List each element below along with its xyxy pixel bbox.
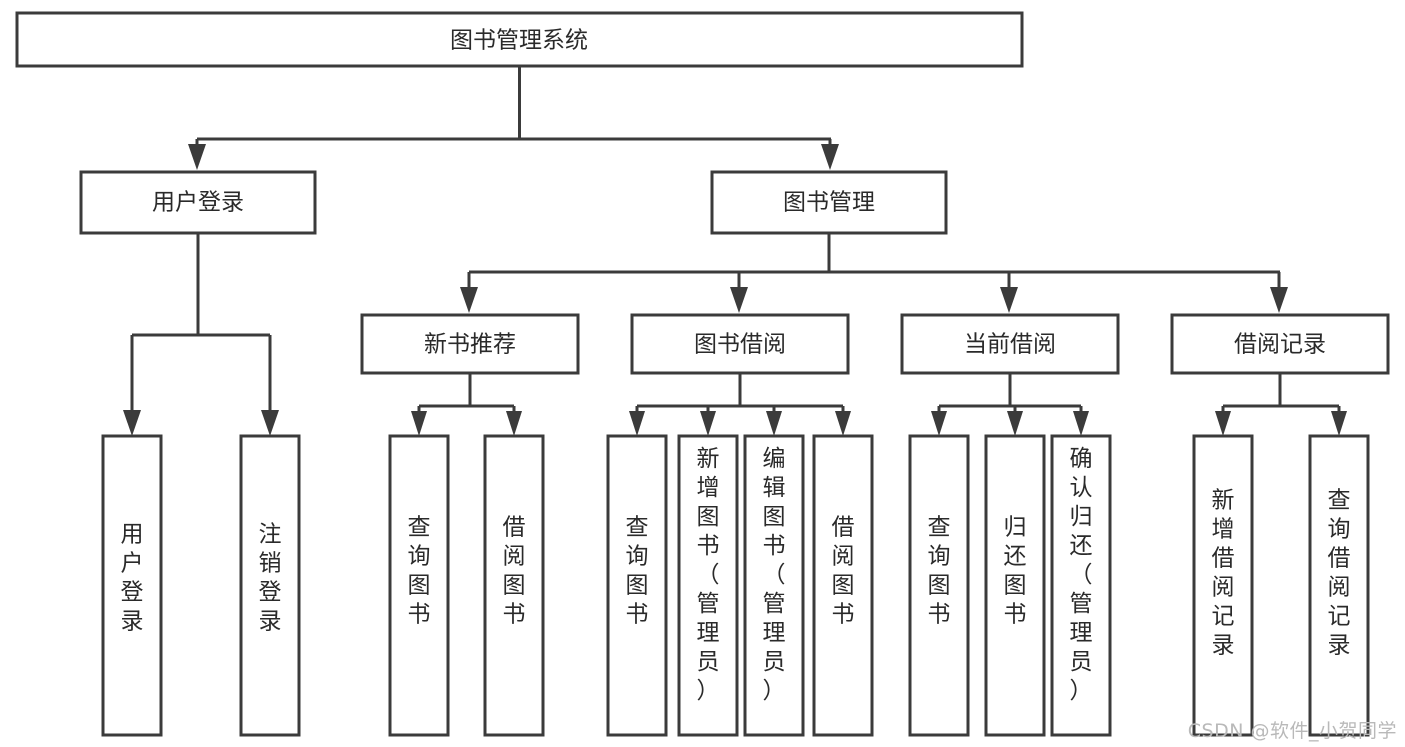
node-current-borrow[interactable]: 当前借阅 <box>900 313 1120 375</box>
node-leaf-confirm-return-admin-box[interactable] <box>1050 434 1112 737</box>
node-leaf-return-book[interactable]: 归还图书 <box>984 434 1046 737</box>
node-leaf-query-book-borrow-box[interactable] <box>606 434 668 737</box>
node-leaf-user-login[interactable]: 用户登录 <box>101 434 163 737</box>
arrow-icon-to-leaf-logout <box>261 410 279 436</box>
node-leaf-user-login-box[interactable] <box>101 434 163 737</box>
node-user-login-label: 用户登录 <box>152 190 244 216</box>
csdn-watermark: CSDN @软件_小贺同学 <box>1187 720 1397 742</box>
node-book-manage-label: 图书管理 <box>783 190 875 216</box>
node-leaf-user-login-label: 用户登录 <box>121 522 144 635</box>
node-book-borrow[interactable]: 图书借阅 <box>630 313 850 375</box>
node-leaf-add-borrow-record-box[interactable] <box>1192 434 1254 737</box>
node-new-book-recommend-label: 新书推荐 <box>424 332 516 358</box>
arrow-icon-to-current-borrow <box>1000 287 1018 313</box>
node-user-login-box[interactable] <box>79 170 317 235</box>
node-leaf-borrow-book-label: 借阅图书 <box>832 515 855 628</box>
node-leaf-add-borrow-record-label: 新增借阅记录 <box>1212 488 1235 659</box>
arrow-icon-to-leaf-query-book-borrow <box>629 411 645 436</box>
node-book-manage-box[interactable] <box>710 170 948 235</box>
node-leaf-add-book-admin-box[interactable] <box>677 434 739 737</box>
arrow-icon-to-leaf-query-book-rec <box>411 411 427 436</box>
node-leaf-query-book-rec[interactable]: 查询图书 <box>388 434 450 737</box>
arrow-icon-to-leaf-confirm-return-admin <box>1073 411 1089 436</box>
node-leaf-edit-book-admin[interactable]: 编辑图书（管理员） <box>743 434 805 737</box>
node-book-borrow-label: 图书借阅 <box>694 332 786 358</box>
node-leaf-query-borrow-record-label: 查询借阅记录 <box>1328 488 1351 659</box>
arrow-icon-to-leaf-query-borrow-record <box>1331 411 1347 436</box>
arrow-icon-to-leaf-return-book <box>1007 411 1023 436</box>
node-root[interactable]: 图书管理系统 <box>15 11 1024 68</box>
node-leaf-query-book-borrow[interactable]: 查询图书 <box>606 434 668 737</box>
arrow-icon-to-leaf-borrow-book <box>835 411 851 436</box>
node-leaf-borrow-book-rec-label: 借阅图书 <box>503 515 526 628</box>
node-leaf-query-book-borrow-label: 查询图书 <box>626 515 649 628</box>
node-leaf-confirm-return-admin-label: 确认归还（管理员） <box>1070 446 1093 704</box>
arrowheads-group <box>123 144 1347 436</box>
arrow-icon-to-leaf-edit-book-admin <box>766 411 782 436</box>
node-leaf-query-book-rec-label: 查询图书 <box>408 515 431 628</box>
node-root-box[interactable] <box>15 11 1024 68</box>
node-leaf-borrow-book-rec-box[interactable] <box>483 434 545 737</box>
node-new-book-recommend[interactable]: 新书推荐 <box>360 313 580 375</box>
node-current-borrow-label: 当前借阅 <box>964 332 1056 358</box>
node-leaf-query-book-current[interactable]: 查询图书 <box>908 434 970 737</box>
arrow-icon-to-leaf-query-book-current <box>931 411 947 436</box>
node-leaf-query-book-rec-box[interactable] <box>388 434 450 737</box>
node-leaf-query-book-current-label: 查询图书 <box>928 515 951 628</box>
node-leaf-edit-book-admin-label: 编辑图书（管理员） <box>763 446 786 704</box>
node-leaf-borrow-book[interactable]: 借阅图书 <box>812 434 874 737</box>
node-leaf-borrow-book-rec[interactable]: 借阅图书 <box>483 434 545 737</box>
node-leaf-confirm-return-admin[interactable]: 确认归还（管理员） <box>1050 434 1112 737</box>
arrow-icon-to-leaf-borrow-book-rec <box>506 411 522 436</box>
nodes-group: 图书管理系统 用户登录 图书管理 新书推荐 图书借阅 <box>15 11 1390 737</box>
node-leaf-logout-box[interactable] <box>239 434 301 737</box>
node-borrow-record[interactable]: 借阅记录 <box>1170 313 1390 375</box>
node-current-borrow-box[interactable] <box>900 313 1120 375</box>
node-leaf-add-book-admin-label: 新增图书（管理员） <box>697 446 720 704</box>
node-leaf-logout-label: 注销登录 <box>259 522 282 635</box>
node-book-borrow-box[interactable] <box>630 313 850 375</box>
arrow-icon-to-user-login <box>188 144 206 170</box>
node-leaf-return-book-box[interactable] <box>984 434 1046 737</box>
arrow-icon-to-book-manage <box>821 144 839 170</box>
arrow-icon-to-borrow-record <box>1270 287 1288 313</box>
node-root-label: 图书管理系统 <box>450 28 588 54</box>
node-leaf-query-borrow-record-box[interactable] <box>1308 434 1370 737</box>
arrow-icon-to-book-borrow <box>730 287 748 313</box>
node-leaf-edit-book-admin-box[interactable] <box>743 434 805 737</box>
node-leaf-query-borrow-record[interactable]: 查询借阅记录 <box>1308 434 1370 737</box>
node-borrow-record-label: 借阅记录 <box>1234 332 1326 358</box>
node-leaf-add-book-admin[interactable]: 新增图书（管理员） <box>677 434 739 737</box>
node-new-book-recommend-box[interactable] <box>360 313 580 375</box>
node-leaf-borrow-book-box[interactable] <box>812 434 874 737</box>
arrow-icon-to-leaf-add-book-admin <box>700 411 716 436</box>
node-leaf-add-borrow-record[interactable]: 新增借阅记录 <box>1192 434 1254 737</box>
arrow-icon-to-leaf-add-borrow-record <box>1215 411 1231 436</box>
node-leaf-logout[interactable]: 注销登录 <box>239 434 301 737</box>
arrow-icon-to-leaf-user-login <box>123 410 141 436</box>
node-borrow-record-box[interactable] <box>1170 313 1390 375</box>
node-user-login[interactable]: 用户登录 <box>79 170 317 235</box>
node-leaf-return-book-label: 归还图书 <box>1004 515 1027 628</box>
node-book-manage[interactable]: 图书管理 <box>710 170 948 235</box>
node-leaf-query-book-current-box[interactable] <box>908 434 970 737</box>
arrow-icon-to-new-book-recommend <box>460 287 478 313</box>
